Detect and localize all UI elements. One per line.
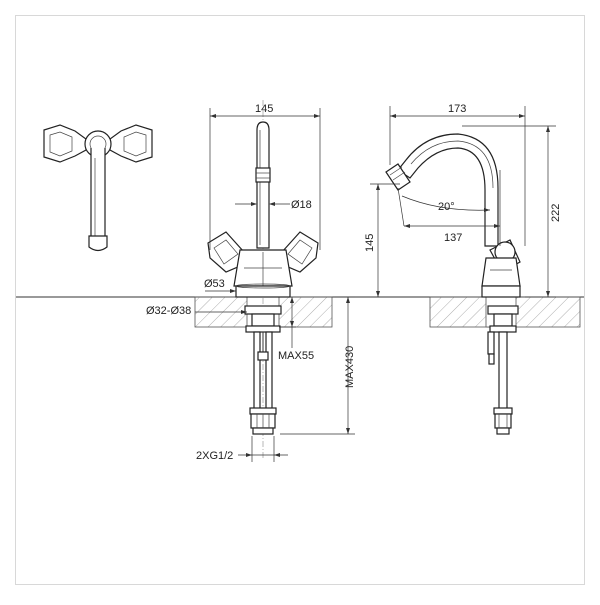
dim-reach-173: 173 — [448, 103, 466, 115]
dim-base-d53: Ø53 — [204, 278, 225, 290]
front-view — [194, 100, 333, 460]
dim-angle-20: 20° — [438, 201, 455, 213]
dim-width-145: 145 — [255, 103, 273, 115]
dim-max430: MAX430 — [344, 346, 356, 388]
dim-spout-d18: Ø18 — [291, 199, 312, 211]
dim-height-222: 222 — [550, 204, 562, 222]
dim-max55: MAX55 — [278, 350, 314, 362]
top-view — [43, 124, 153, 252]
dim-spout-height-145: 145 — [364, 234, 376, 252]
drawing-frame — [15, 15, 585, 585]
dim-connection-g12: 2XG1/2 — [196, 450, 233, 462]
front-dimensions: 145 Ø18 Ø53 Ø32-Ø38 MAX55 — [146, 103, 356, 462]
dim-inner-reach-137: 137 — [444, 232, 462, 244]
side-view — [385, 133, 581, 435]
dim-hole-32-38: Ø32-Ø38 — [146, 305, 191, 317]
side-dimensions: 173 222 145 20° 137 — [364, 103, 562, 298]
